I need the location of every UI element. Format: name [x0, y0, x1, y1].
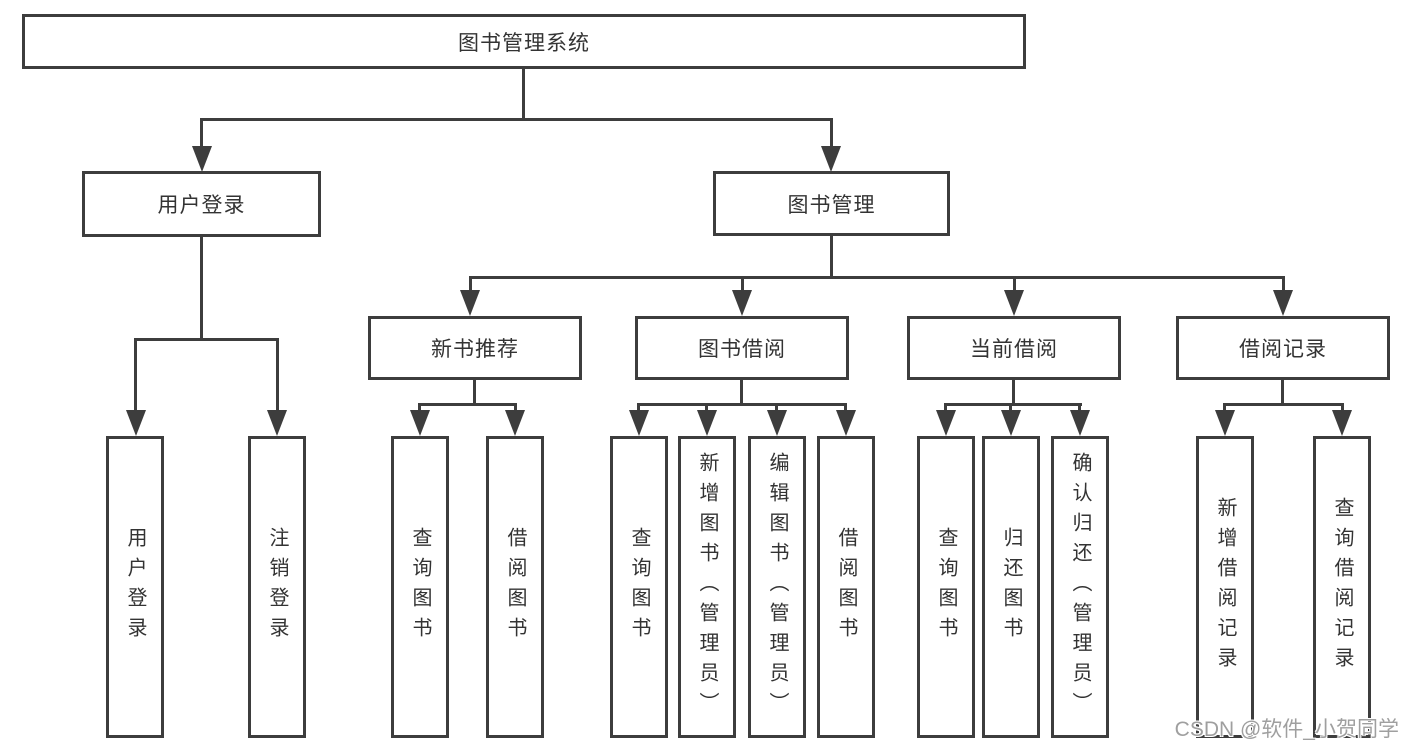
connector-arrowhead [936, 410, 956, 436]
leaf-logout: 注销登录 [248, 436, 306, 738]
connector-line [1341, 403, 1344, 413]
connector-line [741, 276, 744, 293]
connector-arrowhead [460, 290, 480, 316]
leaf-query-borrow-record-label: 查询借阅记录 [1331, 497, 1353, 677]
leaf-query-books-cb-label: 查询图书 [935, 527, 957, 647]
leaf-edit-books-admin-label: 编辑图书（管理员） [766, 452, 788, 722]
node-borrow-records-label: 借阅记录 [1239, 338, 1327, 361]
connector-arrowhead [505, 410, 525, 436]
connector-line [844, 403, 847, 413]
connector-line [830, 236, 833, 279]
connector-line [830, 118, 833, 148]
leaf-add-borrow-record-label: 新增借阅记录 [1214, 497, 1236, 677]
connector-line [200, 118, 203, 148]
connector-arrowhead [1332, 410, 1352, 436]
connector-line [522, 69, 525, 120]
node-book-borrow: 图书借阅 [635, 316, 849, 380]
connector-line [469, 276, 1285, 279]
connector-arrowhead [267, 410, 287, 436]
leaf-borrow-books-bb: 借阅图书 [817, 436, 875, 738]
connector-line [134, 338, 137, 413]
leaf-add-books-admin: 新增图书（管理员） [678, 436, 736, 738]
node-user-login: 用户登录 [82, 171, 321, 237]
node-new-book-recommend: 新书推荐 [368, 316, 582, 380]
connector-line [418, 403, 421, 413]
connector-arrowhead [1215, 410, 1235, 436]
connector-line [473, 380, 476, 406]
connector-line [944, 403, 1082, 406]
node-user-login-label: 用户登录 [157, 194, 246, 217]
connector-line [276, 338, 279, 413]
leaf-return-books-label: 归还图书 [1000, 527, 1022, 647]
leaf-add-books-admin-label: 新增图书（管理员） [696, 452, 718, 722]
connector-line [134, 338, 279, 341]
node-book-borrow-label: 图书借阅 [698, 338, 786, 361]
leaf-edit-books-admin: 编辑图书（管理员） [748, 436, 806, 738]
connector-line [637, 403, 847, 406]
connector-line [469, 276, 472, 293]
node-book-mgmt: 图书管理 [713, 171, 950, 236]
connector-line [1223, 403, 1344, 406]
node-root: 图书管理系统 [22, 14, 1026, 69]
node-current-borrow-label: 当前借阅 [970, 338, 1058, 361]
connector-arrowhead [697, 410, 717, 436]
leaf-query-books-cb: 查询图书 [917, 436, 975, 738]
leaf-query-books-nb: 查询图书 [391, 436, 449, 738]
connector-line [514, 403, 517, 413]
connector-line [1281, 380, 1284, 406]
connector-line [740, 380, 743, 406]
connector-line [1013, 276, 1016, 293]
connector-line [200, 237, 203, 341]
node-current-borrow: 当前借阅 [907, 316, 1121, 380]
connector-arrowhead [732, 290, 752, 316]
leaf-confirm-return-admin: 确认归还（管理员） [1051, 436, 1109, 738]
connector-line [1078, 403, 1081, 413]
connector-line [705, 403, 708, 413]
leaf-borrow-books-nb-label: 借阅图书 [504, 527, 526, 647]
connector-line [200, 118, 832, 121]
connector-arrowhead [126, 410, 146, 436]
connector-arrowhead [1273, 290, 1293, 316]
connector-arrowhead [410, 410, 430, 436]
leaf-add-borrow-record: 新增借阅记录 [1196, 436, 1254, 738]
connector-line [418, 403, 517, 406]
node-new-book-recommend-label: 新书推荐 [431, 338, 519, 361]
connector-arrowhead [1001, 410, 1021, 436]
connector-line [1223, 403, 1226, 413]
connector-arrowhead [836, 410, 856, 436]
node-borrow-records: 借阅记录 [1176, 316, 1390, 380]
connector-line [1009, 403, 1012, 413]
connector-arrowhead [821, 146, 841, 172]
node-book-mgmt-label: 图书管理 [787, 193, 876, 217]
connector-line [637, 403, 640, 413]
leaf-query-books-nb-label: 查询图书 [409, 527, 431, 647]
watermark: CSDN @软件_小贺同学 [1174, 718, 1399, 741]
leaf-logout-label: 注销登录 [266, 527, 288, 647]
connector-arrowhead [192, 146, 212, 172]
connector-line [1012, 380, 1015, 406]
connector-arrowhead [629, 410, 649, 436]
leaf-query-books-bb: 查询图书 [610, 436, 668, 738]
leaf-return-books: 归还图书 [982, 436, 1040, 738]
connector-arrowhead [1070, 410, 1090, 436]
leaf-borrow-books-bb-label: 借阅图书 [835, 527, 857, 647]
leaf-borrow-books-nb: 借阅图书 [486, 436, 544, 738]
leaf-user-login-label: 用户登录 [124, 527, 146, 647]
leaf-query-books-bb-label: 查询图书 [628, 527, 650, 647]
connector-line [1282, 276, 1285, 293]
leaf-user-login: 用户登录 [106, 436, 164, 738]
leaf-confirm-return-admin-label: 确认归还（管理员） [1069, 452, 1091, 722]
connector-line [775, 403, 778, 413]
connector-arrowhead [1004, 290, 1024, 316]
node-root-label: 图书管理系统 [458, 31, 590, 55]
connector-arrowhead [767, 410, 787, 436]
leaf-query-borrow-record: 查询借阅记录 [1313, 436, 1371, 738]
connector-line [944, 403, 947, 413]
